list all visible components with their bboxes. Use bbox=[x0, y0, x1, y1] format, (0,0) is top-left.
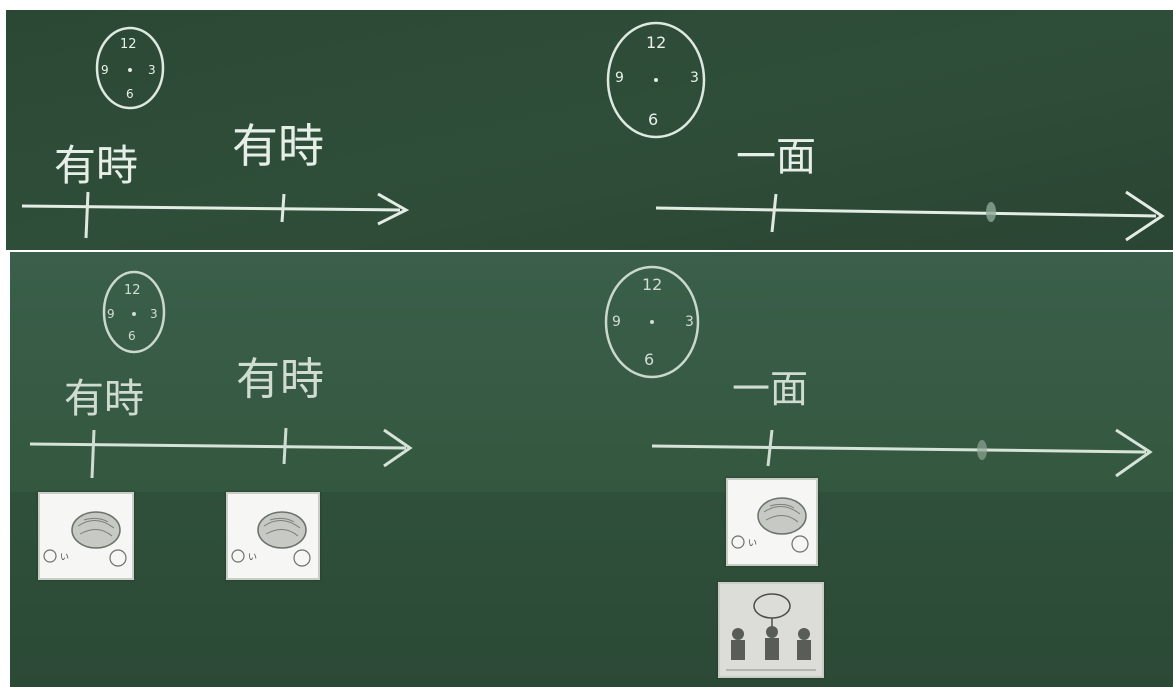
clock-small-left: 12 3 6 9 bbox=[95, 26, 165, 110]
clock-num-3: 3 bbox=[685, 314, 694, 330]
clock-num-6: 6 bbox=[126, 87, 134, 101]
stone-drawing: い bbox=[43, 511, 127, 567]
clock-num-9: 9 bbox=[612, 314, 621, 330]
top-blackboard-drawing: 12 3 6 9 有時 有時 12 3 6 9 一面 bbox=[6, 10, 1173, 250]
clock-small-left: 12 3 6 9 bbox=[102, 270, 166, 354]
clock-num-3: 3 bbox=[690, 70, 699, 86]
timeline-right bbox=[655, 190, 1165, 242]
timeline-left bbox=[29, 427, 413, 479]
clock-num-3: 3 bbox=[148, 63, 156, 77]
clock-num-9: 9 bbox=[107, 307, 115, 321]
bottom-blackboard-drawing: 12 3 6 9 有時 有時 12 3 6 9 一面 bbox=[10, 252, 1173, 687]
clock-num-12: 12 bbox=[124, 283, 141, 298]
top-blackboard-photo: 12 3 6 9 有時 有時 12 3 6 9 一面 bbox=[6, 10, 1173, 250]
picture-card-stone-2: い bbox=[226, 492, 320, 580]
word-yuji-first: 有時 bbox=[54, 141, 138, 190]
clock-num-12: 12 bbox=[120, 37, 137, 52]
clock-large-right: 12 3 6 9 bbox=[606, 21, 706, 139]
word-yuji-second: 有時 bbox=[236, 354, 324, 405]
clock-num-6: 6 bbox=[648, 110, 658, 129]
stone-drawing: い bbox=[731, 497, 809, 553]
clock-num-3: 3 bbox=[150, 307, 158, 321]
clock-num-12: 12 bbox=[642, 275, 662, 294]
word-ichimen: 一面 bbox=[732, 367, 808, 411]
card-label: い bbox=[748, 539, 757, 549]
clock-num-12: 12 bbox=[646, 33, 666, 52]
clock-large-right: 12 3 6 9 bbox=[604, 265, 700, 379]
bottom-blackboard-photo: 12 3 6 9 有時 有時 12 3 6 9 一面 bbox=[10, 252, 1173, 687]
clock-num-9: 9 bbox=[615, 70, 624, 86]
picture-card-stone-3: い bbox=[726, 478, 818, 566]
word-ichimen: 一面 bbox=[736, 134, 816, 180]
timeline-right bbox=[651, 428, 1153, 478]
stone-drawing: い bbox=[231, 511, 311, 567]
timeline-left bbox=[21, 191, 410, 239]
clock-num-9: 9 bbox=[101, 63, 109, 77]
people-drawing bbox=[726, 593, 816, 671]
clock-num-6: 6 bbox=[128, 329, 136, 343]
word-yuji-first: 有時 bbox=[64, 376, 144, 422]
card-label: い bbox=[60, 553, 69, 563]
picture-card-stone-1: い bbox=[38, 492, 134, 580]
clock-num-6: 6 bbox=[644, 350, 654, 369]
word-yuji-second: 有時 bbox=[232, 119, 324, 173]
card-label: い bbox=[248, 553, 257, 563]
picture-card-people bbox=[718, 582, 824, 678]
